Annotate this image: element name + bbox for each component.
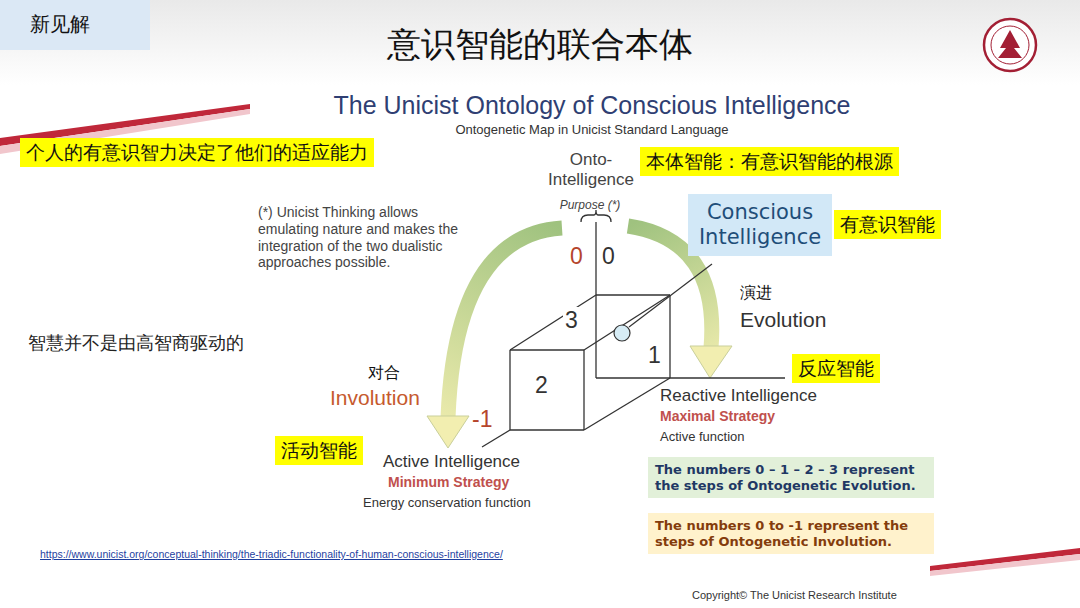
- university-logo: [984, 19, 1036, 71]
- highlight-box: 活动智能: [275, 436, 363, 465]
- highlight-box: 有意识智能: [834, 210, 941, 239]
- axis-label-cn: 演进: [740, 283, 772, 302]
- pink-stripe: [930, 554, 1080, 576]
- footnote: (*) Unicist Thinking allows emulating na…: [258, 204, 458, 271]
- involution-arrow: [448, 228, 562, 418]
- node-text: 个人的有意识智力决定了他们的适应能力: [26, 141, 368, 164]
- legend-note-box: The numbers 0 – 1 – 2 – 3 represent the …: [648, 457, 934, 498]
- leader-line: [629, 264, 712, 327]
- node-text: The numbers 0 – 1 – 2 – 3 represent the …: [655, 462, 927, 493]
- function-label: Active function: [660, 429, 745, 445]
- highlight-box: 本体智能：有意识智能的根源: [640, 147, 899, 176]
- axis-label: Onto- Intelligence: [536, 150, 646, 191]
- top-band: [0, 0, 1080, 85]
- arrow-head: [427, 416, 469, 448]
- english-title: The Unicist Ontology of Conscious Intell…: [334, 90, 851, 120]
- callout-number: 3: [563, 307, 580, 335]
- node-text: 新见解: [30, 12, 150, 36]
- axis-sublabel: Purpose (*): [560, 198, 621, 212]
- callout-number: 0: [600, 243, 617, 271]
- arrow-head: [690, 346, 732, 378]
- section-tab: 新见解: [0, 0, 150, 50]
- callout-number: 2: [533, 372, 550, 400]
- copyright-note: Copyright© The Unicist Research Institut…: [692, 589, 897, 602]
- node-text: 反应智能: [798, 357, 874, 380]
- strategy-label: Maximal Strategy: [660, 408, 775, 425]
- callout-number: 0: [568, 243, 585, 271]
- source-url: https://www.unicist.org/conceptual-think…: [40, 548, 503, 561]
- function-label: Energy conservation function: [363, 495, 531, 511]
- highlight-box: 个人的有意识智力决定了他们的适应能力: [20, 138, 374, 167]
- intelligence-label: Active Intelligence: [383, 452, 520, 472]
- intelligence-label: Reactive Intelligence: [660, 386, 817, 406]
- axis-label: Involution: [330, 385, 420, 410]
- axis-label: Evolution: [740, 307, 826, 332]
- node-text: Conscious Intelligence: [696, 200, 824, 250]
- subtitle: Ontogenetic Map in Unicist Standard Lang…: [455, 122, 728, 138]
- strategy-label: Minimum Strategy: [388, 474, 509, 491]
- node-text: The numbers 0 to -1 represent the steps …: [655, 518, 927, 549]
- callout-number: -1: [470, 406, 494, 434]
- node-text: 有意识智能: [840, 213, 935, 236]
- remark: 智慧并不是由高智商驱动的: [28, 333, 244, 355]
- concept-box: Conscious Intelligence: [688, 194, 832, 256]
- node-text: 本体智能：有意识智能的根源: [646, 150, 893, 173]
- axis-label-cn: 对合: [368, 363, 400, 382]
- highlight-box: 反应智能: [792, 354, 880, 383]
- callout-number: 1: [646, 342, 663, 370]
- legend-note-box: The numbers 0 to -1 represent the steps …: [648, 513, 934, 554]
- conscious-point: [614, 325, 630, 341]
- slide-title: 意识智能的联合本体: [387, 22, 693, 68]
- node-text: 活动智能: [281, 439, 357, 462]
